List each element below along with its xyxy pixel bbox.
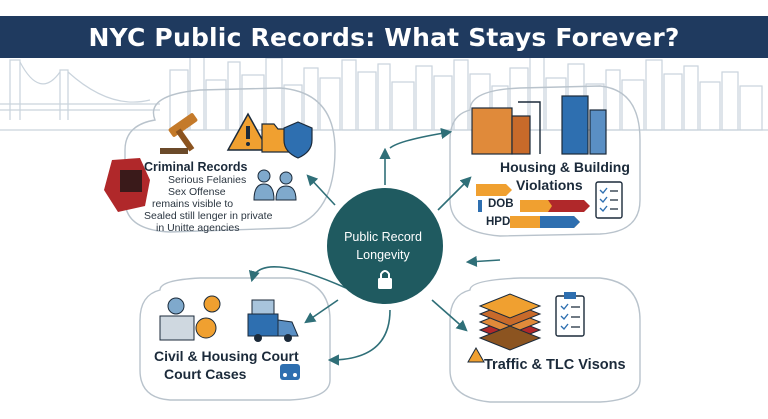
criminal-line-3: remains visible to: [152, 198, 234, 210]
paper-stack-icon: [478, 293, 542, 351]
clipboard-icon: [555, 292, 585, 337]
hub-circle: [327, 188, 443, 304]
civil-title: Civil & Housing Court Court Cases: [154, 347, 299, 383]
shield-icon: [283, 121, 313, 159]
hub-label-line2: Longevity: [356, 248, 410, 262]
coin-icon: [195, 295, 221, 339]
hub-label: Public Record Longevity: [328, 228, 438, 264]
checklist-icon: [595, 181, 623, 219]
people-icon: [253, 169, 297, 201]
van-icon: [247, 299, 299, 342]
progress-arrows: [476, 184, 590, 228]
panel-traffic: [449, 277, 641, 403]
car-icon: [280, 364, 300, 380]
panel-criminal: [124, 87, 336, 233]
criminal-title: Criminal Records: [144, 160, 248, 174]
criminal-line-5: in Unitte agencies: [156, 222, 240, 234]
gavel-icon: [160, 113, 198, 154]
housing-title-line1: Housing & Building: [500, 159, 630, 175]
civil-title-line2: Court Cases: [164, 366, 247, 382]
housing-title: Housing & Building Violations: [500, 158, 630, 194]
criminal-line-4: Sealed still lenger in private: [144, 210, 273, 222]
connector-arrows: [248, 127, 501, 366]
panel-civil: [139, 277, 331, 401]
page-title: NYC Public Records: What Stays Forever?: [88, 22, 680, 52]
buildings-icon: [471, 95, 607, 155]
title-banner: NYC Public Records: What Stays Forever?: [0, 16, 768, 58]
person-desk-icon: [159, 297, 195, 341]
hub-label-line1: Public Record: [344, 230, 422, 244]
housing-title-line2: Violations: [516, 177, 583, 193]
warning-icon: [226, 112, 270, 151]
city-skyline: [0, 54, 768, 131]
lock-icon: [378, 270, 392, 289]
panel-housing: [449, 85, 641, 237]
civil-title-line1: Civil & Housing Court: [154, 348, 299, 364]
label-hpd: HPD: [486, 216, 511, 228]
criminal-line-1: Serious Felanies: [168, 174, 247, 186]
criminal-line-2: Sex Offense: [168, 186, 226, 198]
traffic-title: Traffic & TLC Visons: [484, 357, 626, 373]
warning-small-icon: [467, 346, 485, 363]
redaction-blot: [104, 158, 150, 212]
label-dob: DOB: [488, 198, 514, 210]
